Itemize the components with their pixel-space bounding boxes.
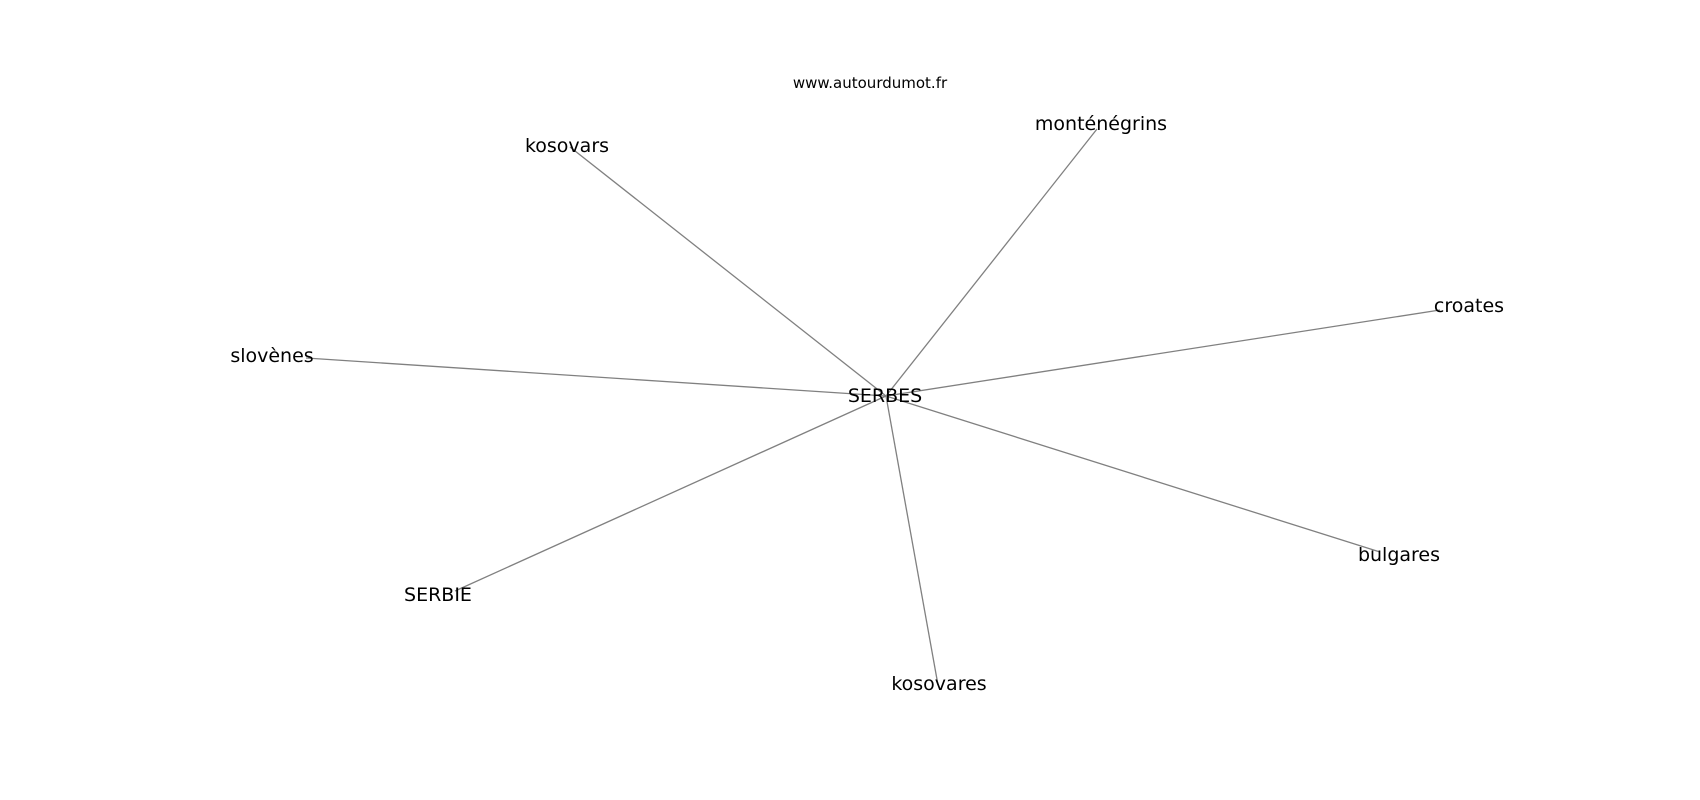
node-label-croates[interactable]: croates	[1434, 295, 1504, 317]
edge-serbes-serbie	[454, 395, 887, 592]
edges-layer	[305, 128, 1441, 686]
watermark: www.autourdumot.fr	[793, 74, 948, 92]
edge-serbes-croates	[885, 309, 1441, 397]
node-label-montenegrins[interactable]: monténégrins	[1035, 113, 1167, 135]
edge-serbes-bulgares	[885, 395, 1381, 553]
edge-serbes-kosovares	[885, 395, 939, 686]
node-label-kosovares[interactable]: kosovares	[891, 673, 986, 695]
nodes-layer: SERBES kosovars monténégrins croates slovène…	[230, 113, 1504, 695]
node-label-slovenes[interactable]: slovènes	[230, 345, 313, 367]
node-label-serbie[interactable]: SERBIE	[404, 584, 472, 606]
node-label-kosovars[interactable]: kosovars	[525, 135, 609, 157]
node-label-bulgares[interactable]: bulgares	[1358, 544, 1440, 566]
center-node-label[interactable]: SERBES	[848, 385, 922, 407]
edge-serbes-kosovars	[569, 146, 887, 397]
edge-serbes-slovenes	[305, 357, 887, 397]
edge-serbes-montenegrins	[885, 128, 1098, 397]
